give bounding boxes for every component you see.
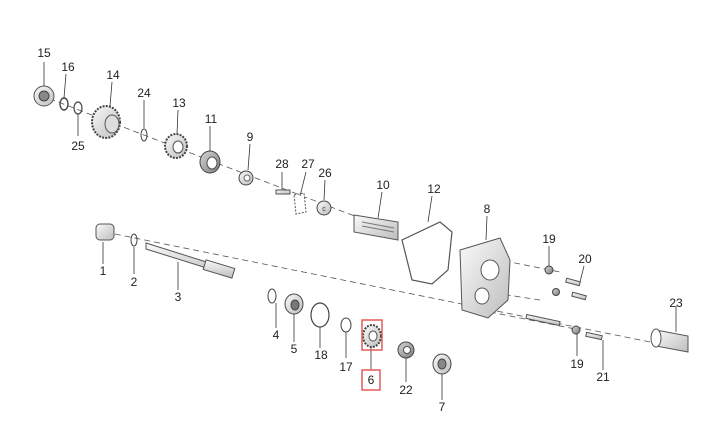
label-10[interactable]: 10 (376, 178, 390, 192)
label-19-lower[interactable]: 19 (570, 357, 584, 371)
part-5-bearing (284, 293, 304, 315)
part-7-bearing (432, 353, 452, 375)
label-28[interactable]: 28 (275, 157, 289, 171)
label-27[interactable]: 27 (301, 157, 315, 171)
label-15[interactable]: 15 (37, 46, 51, 60)
part-20-bolt (565, 277, 587, 301)
label-26[interactable]: 26 (318, 166, 332, 180)
part-16-circlip (59, 97, 69, 111)
label-12[interactable]: 12 (427, 182, 441, 196)
label-18[interactable]: 18 (314, 348, 328, 362)
label-9[interactable]: 9 (247, 130, 254, 144)
part-3-shaft (145, 242, 236, 279)
part-15-bearing (33, 85, 55, 107)
label-4[interactable]: 4 (273, 328, 280, 342)
part-12-gasket (401, 221, 453, 285)
highlight-box-part-6-gear (361, 319, 383, 351)
label-23[interactable]: 23 (669, 296, 683, 310)
label-13[interactable]: 13 (172, 96, 186, 110)
label-8[interactable]: 8 (484, 202, 491, 216)
part-25-washer (73, 101, 83, 115)
label-25[interactable]: 25 (71, 139, 85, 153)
part-10-splined-shaft (353, 214, 399, 241)
label-17[interactable]: 17 (339, 360, 353, 374)
part-1-bearing (95, 223, 115, 241)
label-11[interactable]: 11 (205, 112, 218, 126)
label-14[interactable]: 14 (106, 68, 120, 82)
part-23-bushing (650, 328, 689, 353)
assembly-axis-lines (39, 94, 666, 346)
label-1[interactable]: 1 (100, 264, 107, 278)
part-21-bolt (525, 313, 603, 341)
part-9-bushing (238, 170, 254, 186)
part-18-snap-ring (310, 302, 330, 328)
label-2[interactable]: 2 (131, 275, 138, 289)
part-27-plate (293, 192, 307, 215)
part-labels: 15 16 14 25 24 13 11 9 28 27 26 10 12 8 … (37, 46, 683, 414)
label-22[interactable]: 22 (399, 383, 413, 397)
label-24[interactable]: 24 (137, 86, 151, 100)
label-3[interactable]: 3 (175, 290, 182, 304)
label-7[interactable]: 7 (439, 400, 446, 414)
part-8-housing (459, 237, 511, 319)
label-5[interactable]: 5 (291, 342, 298, 356)
part-13-gear (164, 133, 188, 159)
label-19-upper[interactable]: 19 (542, 232, 556, 246)
part-22-bearing (397, 341, 415, 359)
highlight-box-part-6-label[interactable] (361, 369, 381, 391)
label-21[interactable]: 21 (596, 370, 610, 384)
part-26-nut: c (316, 200, 332, 216)
label-16[interactable]: 16 (61, 60, 75, 74)
part-11-bearing (199, 150, 221, 174)
part-28-bolt (275, 189, 291, 195)
part-19-nut (544, 265, 554, 275)
part-24-shim (140, 128, 148, 142)
label-6[interactable]: 6 (368, 373, 375, 387)
part-2-ring (130, 233, 138, 247)
leader-lines (43, 62, 677, 400)
svg-text:c: c (322, 206, 326, 213)
part-19-nut-lower (552, 288, 581, 335)
part-14-gear (91, 105, 121, 139)
part-4-circlip (267, 288, 277, 304)
part-6-gear (362, 324, 382, 348)
part-17-ring (340, 317, 352, 333)
label-20[interactable]: 20 (578, 252, 592, 266)
